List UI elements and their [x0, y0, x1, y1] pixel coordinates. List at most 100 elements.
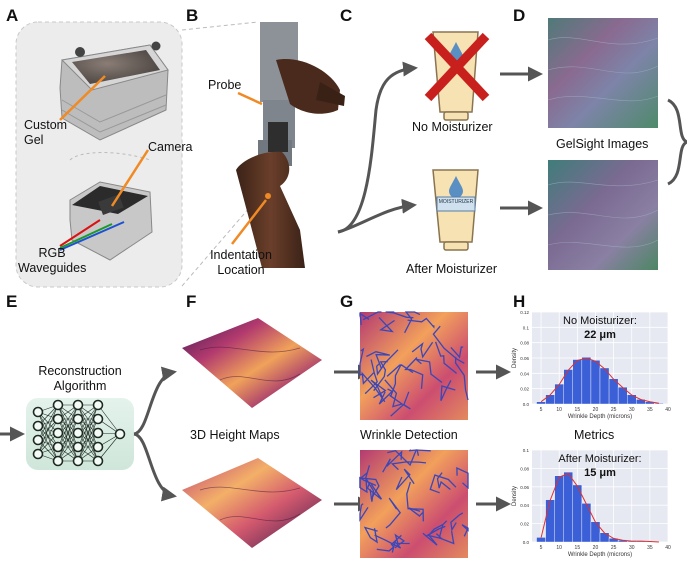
wrinkle-line [432, 325, 465, 364]
moisturizer-tube-icon [432, 169, 479, 251]
wrinkle-line [450, 346, 464, 359]
wrinkle-line [436, 472, 451, 491]
x-tick-label: 10 [556, 545, 562, 551]
y-tick-label: 0.06 [520, 485, 529, 490]
wrinkle-line [376, 349, 399, 376]
network-node [72, 441, 84, 453]
x-tick-label: 10 [556, 407, 562, 413]
wrinkle-line [370, 379, 387, 399]
network-node [52, 399, 64, 411]
histogram-bar [554, 383, 564, 405]
wrinkle-line [374, 534, 402, 553]
height-map-after-moisturizer [182, 458, 322, 548]
wrinkle-map-no-moisturizer [360, 312, 468, 420]
fit-curve [540, 357, 659, 404]
wrinkle-line [415, 358, 443, 384]
wrinkle-line [394, 533, 410, 549]
x-tick-label: 40 [665, 407, 671, 413]
y-tick-label: 0.1 [523, 325, 530, 330]
y-tick-label: 0.04 [520, 503, 529, 508]
wrinkle-line [404, 311, 421, 334]
y-tick-label: 0.02 [520, 387, 529, 392]
no-moisturizer-tube-icon [424, 31, 490, 121]
label-custom-gel: Custom Gel [24, 118, 68, 147]
label-metrics: Metrics [574, 428, 615, 442]
y-tick-label: 0.1 [523, 448, 530, 453]
x-tick-label: 30 [629, 545, 635, 551]
x-tick-label: 25 [611, 545, 617, 551]
wrinkle-line [450, 512, 464, 532]
histogram-bar [536, 401, 546, 405]
wrinkle-line [454, 356, 469, 401]
gelsight-texture [547, 37, 659, 248]
chart-subtitle: 22 μm [584, 329, 616, 341]
flow-arrows-c [337, 61, 687, 234]
histogram-bar [545, 499, 555, 543]
panel-label-c: C [340, 6, 353, 25]
wrinkle-line [359, 472, 380, 500]
wrinkle-line [390, 364, 403, 397]
height-map-texture [199, 346, 301, 522]
y-tick-label: 0.0 [523, 540, 530, 545]
y-axis-label: Density [512, 348, 518, 368]
y-tick-label: 0.0 [523, 402, 530, 407]
network-node [32, 406, 44, 418]
wrinkle-line [384, 379, 404, 408]
wrinkle-line [363, 526, 379, 544]
network-node [92, 427, 104, 439]
label-reconstruction-algorithm: Reconstruction Algorithm [38, 364, 122, 393]
label-camera: Camera [148, 140, 193, 154]
x-tick-label: 20 [593, 545, 599, 551]
panel-label-a: A [6, 6, 19, 25]
tube-label: MOISTURIZER [438, 199, 474, 205]
gelsight-image-no-moisturizer [548, 18, 658, 128]
network-node [32, 448, 44, 460]
wrinkle-line [359, 312, 370, 326]
y-tick-label: 0.04 [520, 371, 529, 376]
panel-label-b: B [186, 6, 199, 25]
wrinkle-line [385, 311, 414, 319]
wrinkle-line [404, 357, 424, 389]
x-tick-label: 15 [575, 407, 581, 413]
x-tick-label: 5 [540, 545, 543, 551]
network-node [52, 455, 64, 467]
chart-subtitle: 15 μm [584, 467, 616, 479]
wrinkle-line [386, 364, 414, 377]
wrinkle-map-after-moisturizer [360, 450, 468, 558]
chart-title: After Moisturizer: [558, 453, 641, 465]
histogram-bar [654, 403, 664, 405]
network-node [72, 399, 84, 411]
histogram-bar [572, 359, 583, 405]
wrinkle-line [390, 391, 411, 417]
histogram-bar [536, 537, 546, 543]
x-tick-label: 35 [647, 407, 653, 413]
histogram-bar [563, 471, 574, 543]
x-tick-label: 40 [665, 545, 671, 551]
wrinkle-line [385, 497, 402, 529]
network-node [92, 455, 104, 467]
label-no-moisturizer: No Moisturizer [412, 120, 493, 134]
network-node [32, 434, 44, 446]
y-tick-label: 0.06 [520, 356, 529, 361]
x-tick-label: 15 [575, 545, 581, 551]
panel-label-g: G [340, 292, 354, 311]
x-axis-label: Wrinkle Depth (microns) [568, 552, 632, 558]
label-gelsight-images: GelSight Images [556, 137, 649, 151]
y-tick-label: 0.08 [520, 466, 529, 471]
label-indentation-location: Indentation Location [210, 248, 272, 277]
network-node [72, 455, 84, 467]
wrinkle-line [366, 351, 390, 370]
histogram-bar [599, 367, 610, 405]
wrinkle-line [434, 341, 458, 374]
network-node [52, 441, 64, 453]
wrinkle-line [382, 450, 403, 473]
y-axis-label: Density [512, 486, 518, 506]
y-tick-label: 0.12 [520, 310, 529, 315]
y-tick-label: 0.08 [520, 341, 529, 346]
panel-label-e: E [6, 292, 18, 311]
wrinkle-line [376, 534, 402, 552]
network-node [114, 428, 126, 440]
network-node [32, 420, 44, 432]
